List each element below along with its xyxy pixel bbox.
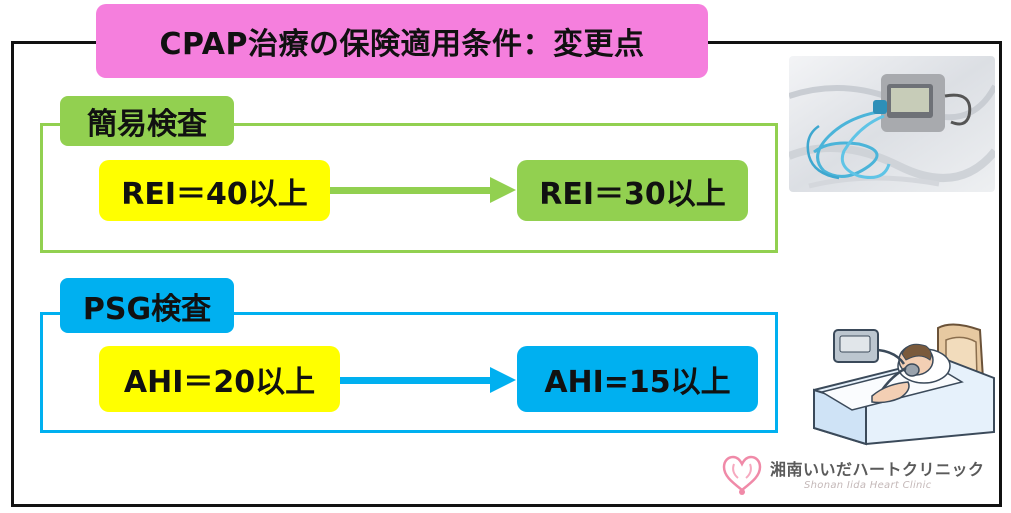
patient-cpap-image [813, 323, 995, 446]
sleeping-patient-illustration [812, 318, 996, 446]
arrow-right-icon [490, 367, 516, 393]
swan-heart-logo-icon [722, 455, 762, 495]
clinic-name-en: Shonan Iida Heart Clinic [804, 480, 932, 491]
rei-after-badge: REI＝30以上 [517, 160, 748, 221]
clinic-logo: 湘南いいだハートクリニック Shonan Iida Heart Clinic [718, 450, 998, 500]
simple-test-section [40, 123, 778, 253]
psg-test-section [40, 312, 778, 433]
arrow-right-icon [490, 177, 516, 203]
ahi-after-badge: AHI=15以上 [517, 346, 758, 412]
ahi-before-badge: AHI＝20以上 [99, 346, 340, 412]
simple-test-label: 簡易検査 [60, 96, 234, 146]
cpap-device-photo [789, 56, 995, 192]
cpap-device-image [789, 56, 995, 192]
clinic-name-jp: 湘南いいだハートクリニック [770, 460, 985, 479]
page-title: CPAP治療の保険適用条件：変更点 [96, 4, 708, 78]
psg-test-arrow-line [340, 377, 492, 384]
simple-test-arrow-line [330, 187, 492, 194]
rei-before-badge: REI＝40以上 [99, 160, 330, 221]
psg-test-label: PSG検査 [60, 278, 234, 333]
